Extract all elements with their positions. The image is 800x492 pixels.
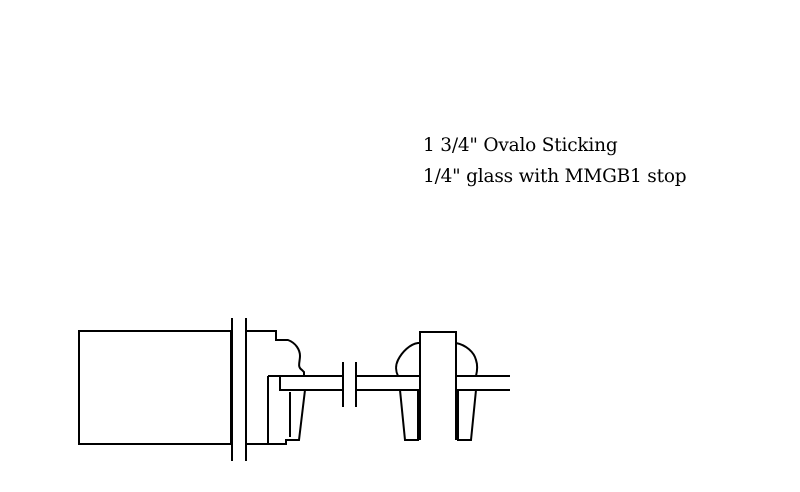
- drawing-caption: 1 3/4" Ovalo Sticking 1/4" glass with MM…: [423, 130, 687, 192]
- left-profile-rebate: [267, 375, 280, 444]
- glazing-stop-profile: [395, 331, 479, 377]
- stile-block: [78, 330, 232, 445]
- glazing-stop-lower: [398, 389, 478, 441]
- glass-pane-right: [356, 375, 420, 391]
- sticking-label: 1 3/4" Ovalo Sticking: [423, 135, 618, 156]
- glass-stop-label: 1/4" glass with MMGB1 stop: [423, 166, 687, 187]
- glazing-stop-center: [419, 343, 457, 440]
- left-sticking-profile: [246, 330, 307, 445]
- glass-pane-left: [280, 375, 343, 391]
- glass-pane-far-right: [456, 375, 510, 391]
